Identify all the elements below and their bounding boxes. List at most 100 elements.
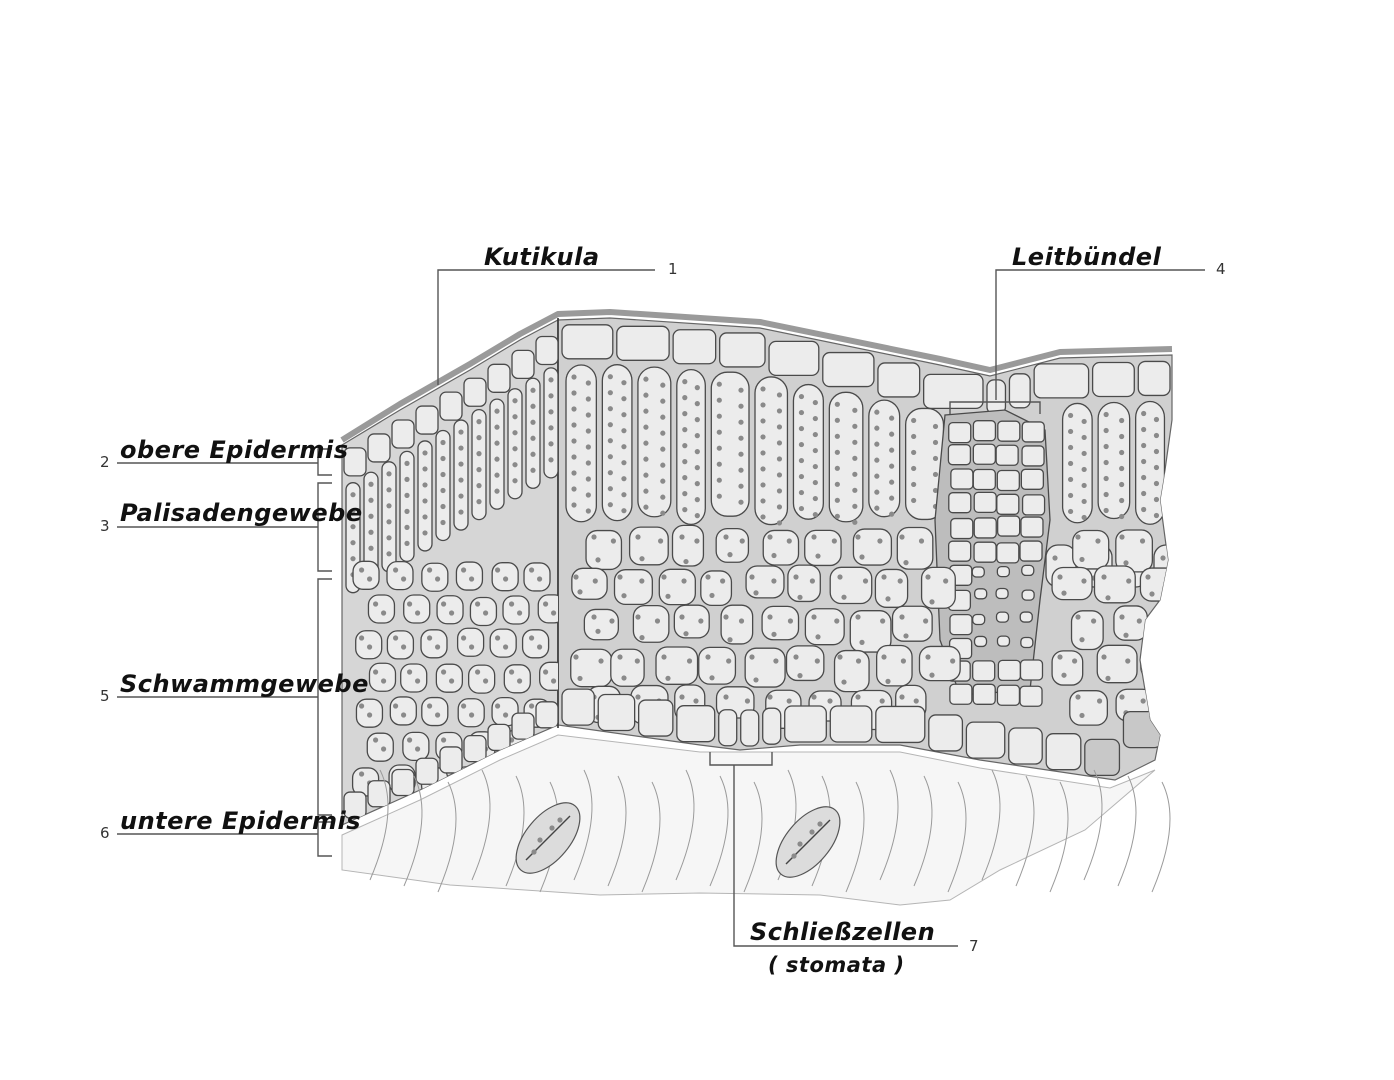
chloroplast	[1139, 538, 1146, 544]
chloroplast	[705, 574, 711, 580]
chloroplast	[797, 841, 803, 847]
chloroplast	[1081, 450, 1087, 457]
spongy-mesophyll-cell	[610, 648, 645, 687]
chloroplast	[1141, 490, 1147, 497]
chloroplast	[610, 538, 617, 544]
chloroplast	[682, 443, 688, 449]
chloroplast	[474, 669, 481, 675]
spongy-mesophyll-cell	[366, 732, 394, 762]
chloroplast	[404, 476, 410, 482]
chloroplast	[911, 449, 917, 456]
chloroplast	[932, 423, 939, 430]
lower-epidermis-cell	[784, 705, 827, 743]
spongy-mesophyll-cell	[420, 629, 448, 659]
chloroplast	[831, 538, 837, 544]
vascular-cell	[995, 611, 1010, 623]
chloroplast	[494, 703, 501, 709]
chloroplast	[392, 703, 399, 709]
chloroplast	[502, 712, 509, 718]
chloroplast	[660, 398, 666, 404]
underside-cell-wall	[743, 781, 763, 893]
chloroplast	[460, 703, 467, 709]
chloroplast	[874, 505, 880, 511]
chloroplast	[682, 411, 688, 417]
chloroplast	[771, 631, 777, 637]
chloroplast	[773, 658, 779, 664]
vascular-cell	[997, 515, 1021, 537]
bracket-schwammgewebe	[317, 578, 332, 816]
chloroplast	[537, 837, 543, 843]
chloroplast	[494, 472, 500, 478]
chloroplast	[607, 502, 613, 508]
chloroplast	[494, 488, 500, 494]
palisade-cell	[710, 371, 750, 517]
chloroplast	[859, 639, 865, 645]
vascular-cell	[1021, 445, 1045, 467]
underside-cell-wall	[1083, 769, 1103, 881]
vascular-cell	[972, 613, 986, 626]
chloroplast	[738, 618, 745, 624]
vascular-cell	[996, 684, 1021, 706]
chloroplast	[635, 694, 641, 700]
chloroplast	[889, 495, 895, 501]
spongy-mesophyll-cell	[368, 662, 397, 692]
chloroplast	[797, 673, 803, 679]
vascular-cell	[1019, 611, 1033, 623]
chloroplast	[1075, 694, 1081, 700]
chloroplast	[571, 502, 577, 508]
chloroplast	[841, 594, 847, 600]
chloroplast	[738, 387, 744, 393]
chloroplast	[679, 534, 685, 540]
chloroplast	[654, 618, 661, 624]
chloroplast	[776, 488, 783, 494]
spongy-mesophyll-cell	[435, 663, 464, 693]
chloroplast	[760, 514, 766, 520]
chloroplast	[879, 698, 885, 704]
chloroplast	[595, 628, 601, 634]
chloroplast	[723, 694, 729, 700]
chloroplast	[776, 392, 783, 398]
chloroplast	[621, 476, 627, 482]
spongy-mesophyll-cell	[571, 567, 608, 600]
chloroplast	[925, 574, 931, 580]
chloroplast	[885, 596, 891, 602]
chloroplast	[422, 466, 428, 472]
upper-epidermis-cell	[923, 373, 984, 410]
chloroplast	[1068, 476, 1074, 483]
chloroplast	[716, 413, 722, 419]
chloroplast	[694, 538, 700, 544]
chloroplast	[434, 576, 441, 582]
chloroplast	[1145, 574, 1151, 580]
chloroplast	[1068, 492, 1074, 499]
chloroplast	[776, 408, 783, 414]
chloroplast	[738, 419, 744, 425]
label-number-3: 3	[100, 517, 110, 535]
chloroplast	[494, 456, 500, 462]
chloroplast	[1119, 694, 1125, 700]
chloroplast	[607, 390, 613, 396]
underside-cell-wall	[709, 775, 729, 887]
chloroplast	[460, 567, 467, 573]
chloroplast	[793, 574, 799, 580]
vascular-cell	[950, 517, 974, 540]
chloroplast	[771, 578, 777, 584]
chloroplast	[585, 396, 591, 402]
chloroplast	[827, 698, 833, 704]
chloroplast	[852, 423, 858, 429]
chloroplast	[1164, 658, 1171, 664]
chloroplast	[422, 514, 428, 520]
chloroplast	[738, 435, 744, 441]
chloroplast	[682, 491, 688, 497]
chloroplast	[585, 428, 591, 434]
lower-epidermis-cell	[391, 768, 415, 797]
chloroplast	[474, 601, 481, 607]
chloroplast	[643, 440, 649, 446]
spongy-mesophyll-cell	[720, 604, 754, 645]
chloroplast	[476, 483, 482, 489]
underside-cell-wall	[369, 769, 389, 881]
underside-cell-wall	[947, 781, 967, 893]
upper-epidermis-cell	[877, 362, 921, 398]
chloroplast	[1095, 538, 1101, 544]
chloroplast	[400, 576, 407, 582]
chloroplast	[502, 576, 509, 582]
